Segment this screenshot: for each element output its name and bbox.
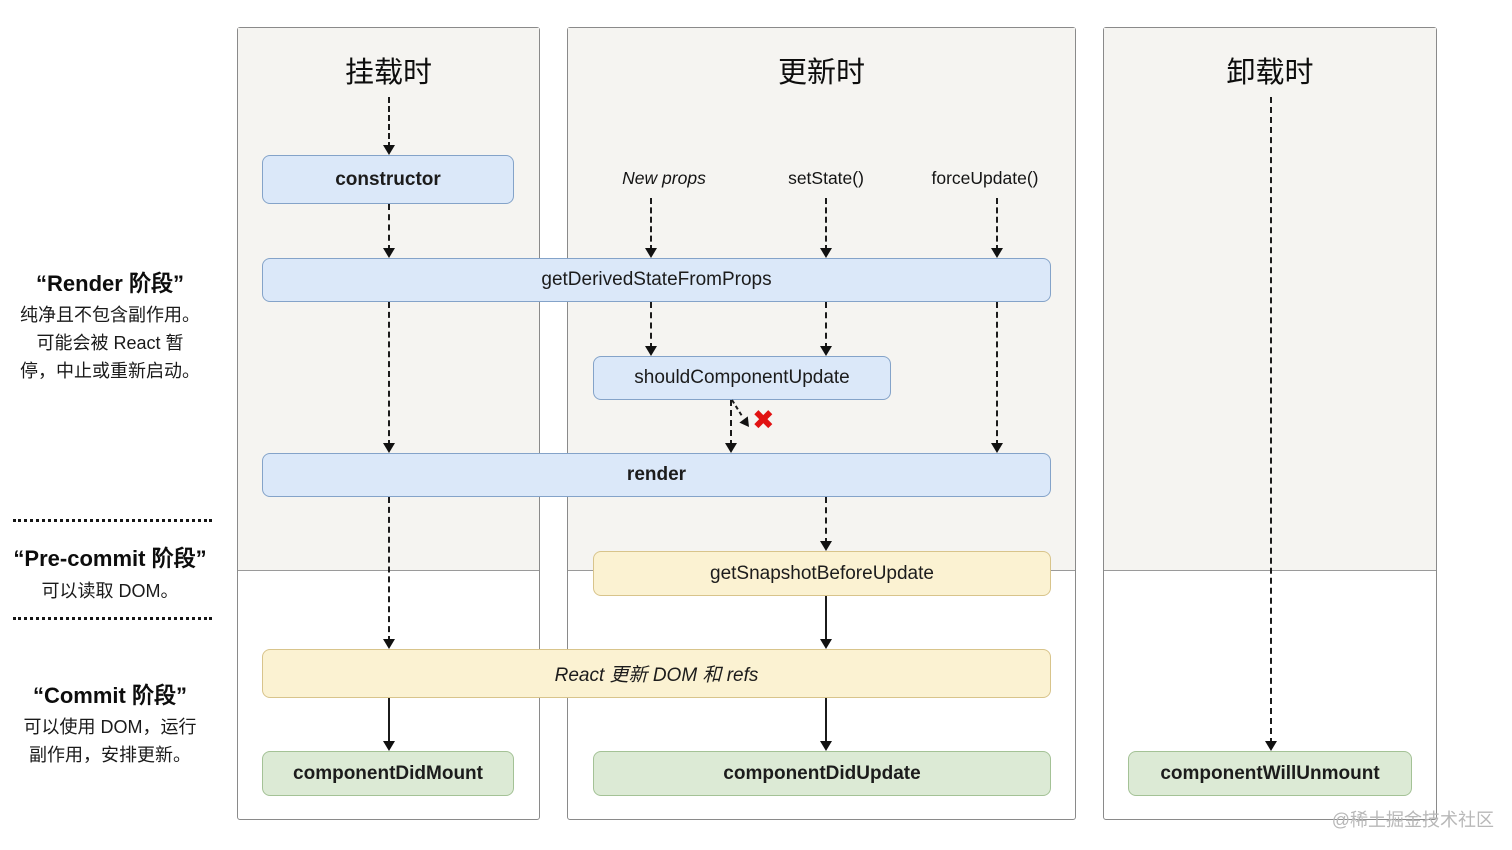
column-updating: 更新时 <box>567 27 1076 820</box>
column-unmounting-title: 卸载时 <box>1226 57 1314 89</box>
phase-separator-bottom <box>13 617 212 620</box>
arrow-shouldupdate-false-branch <box>731 399 749 427</box>
trigger-set-state: setState() <box>788 168 864 188</box>
node-react-updates-dom: React 更新 DOM 和 refs <box>262 649 1051 698</box>
render-phase-title: “Render 阶段” <box>36 271 184 296</box>
stop-icon: ✖ <box>752 405 775 435</box>
node-getsnapshotbeforeupdate: getSnapshotBeforeUpdate <box>593 551 1051 596</box>
phase-separator-top <box>13 519 212 522</box>
node-constructor: constructor <box>262 155 514 204</box>
column-mounting-title: 挂载时 <box>344 57 432 89</box>
trigger-new-props: New props <box>622 168 706 188</box>
node-render: render <box>262 453 1051 497</box>
node-componentwillunmount: componentWillUnmount <box>1128 751 1412 796</box>
node-componentdidmount: componentDidMount <box>262 751 514 796</box>
pre-commit-phase-title: “Pre-commit 阶段” <box>13 546 207 571</box>
node-componentdidupdate: componentDidUpdate <box>593 751 1051 796</box>
node-shouldcomponentupdate: shouldComponentUpdate <box>593 356 891 400</box>
commit-phase-title: “Commit 阶段” <box>32 683 187 708</box>
commit-phase-description: 可以使用 DOM，运行 副作用，安排更新。 <box>23 717 197 765</box>
node-getderivedstatefromprops: getDerivedStateFromProps <box>262 258 1051 302</box>
render-phase-description: 纯净且不包含副作用。 可能会被 React 暂 停，中止或重新启动。 <box>20 305 200 381</box>
column-updating-title: 更新时 <box>777 57 865 89</box>
watermark: @稀土掘金技术社区 <box>1331 810 1494 830</box>
pre-commit-phase-description: 可以读取 DOM。 <box>41 581 179 601</box>
trigger-force-update: forceUpdate() <box>931 168 1039 188</box>
